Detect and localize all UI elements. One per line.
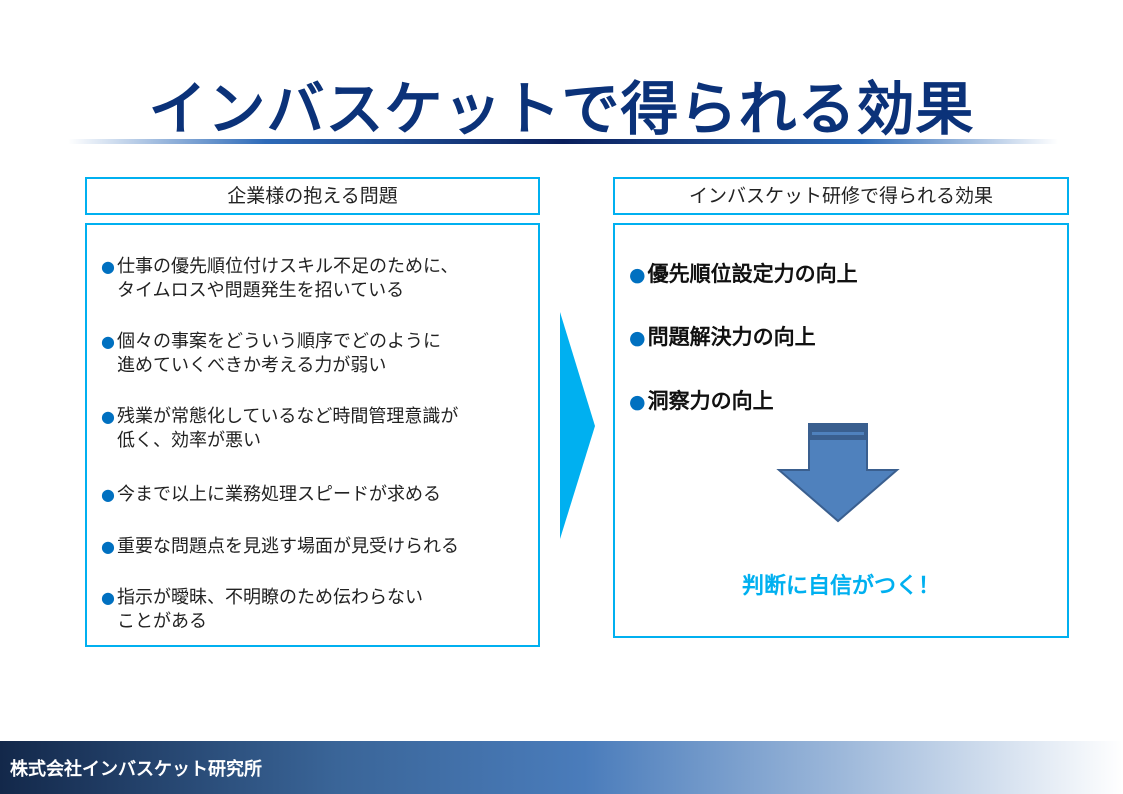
bullet-icon: ● bbox=[101, 257, 115, 276]
bullet-icon: ● bbox=[101, 588, 115, 607]
company-name: 株式会社インバスケット研究所 bbox=[10, 759, 262, 780]
bullet-icon: ● bbox=[101, 332, 115, 351]
bullet-icon: ● bbox=[629, 264, 646, 286]
problem-item: ●今まで以上に業務処理スピードが求める bbox=[101, 484, 441, 505]
conclusion-text: 判断に自信がつく！ bbox=[741, 574, 940, 599]
problems-box: ●仕事の優先順位付けスキル不足のために、 タイムロスや問題発生を招いている ●個… bbox=[85, 223, 540, 647]
title-underline bbox=[68, 139, 1058, 144]
effect-item: ●優先順位設定力の向上 bbox=[629, 262, 858, 286]
problem-item: ●残業が常態化しているなど時間管理意識が 低く、効率が悪い bbox=[101, 406, 459, 451]
problem-item: ●仕事の優先順位付けスキル不足のために、 タイムロスや問題発生を招いている bbox=[101, 256, 459, 301]
slide-title: インバスケットで得られる効果 bbox=[148, 75, 975, 143]
problem-item: ●指示が曖昧、不明瞭のため伝わらない ことがある bbox=[101, 587, 423, 632]
bullet-icon: ● bbox=[101, 537, 115, 556]
problems-header: 企業様の抱える問題 bbox=[85, 177, 540, 215]
chevron-right-icon bbox=[560, 312, 595, 539]
bullet-icon: ● bbox=[629, 327, 646, 349]
bullet-icon: ● bbox=[101, 407, 115, 426]
arrow-down-icon bbox=[776, 423, 900, 523]
effect-item: ●問題解決力の向上 bbox=[629, 325, 816, 349]
bullet-icon: ● bbox=[101, 485, 115, 504]
footer-bar: 株式会社インバスケット研究所 bbox=[0, 741, 1123, 794]
problem-item: ●個々の事案をどういう順序でどのように 進めていくべきか考える力が弱い bbox=[101, 331, 441, 376]
problem-item: ●重要な問題点を見逃す場面が見受けられる bbox=[101, 536, 459, 557]
effect-item: ●洞察力の向上 bbox=[629, 389, 774, 413]
effects-header: インバスケット研修で得られる効果 bbox=[613, 177, 1069, 215]
bullet-icon: ● bbox=[629, 391, 646, 413]
effects-box: ●優先順位設定力の向上 ●問題解決力の向上 ●洞察力の向上 判断に自信がつく！ bbox=[613, 223, 1069, 638]
